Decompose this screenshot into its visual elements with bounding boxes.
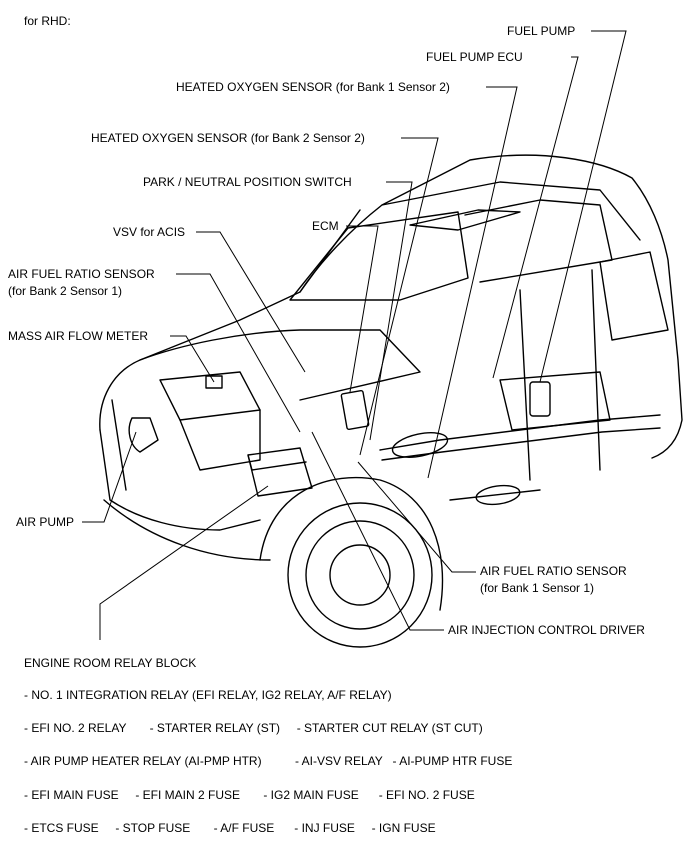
- relay-row-1: - NO. 1 INTEGRATION RELAY (EFI RELAY, IG…: [24, 688, 392, 702]
- diagram-header: for RHD:: [24, 14, 71, 28]
- air-pump-shape: [128, 417, 159, 453]
- drive-shaft: [449, 489, 541, 501]
- engine-block: [159, 371, 261, 421]
- leader-fuel-pump: [539, 30, 627, 383]
- relay-row-4: - EFI MAIN FUSE - EFI MAIN 2 FUSE - IG2 …: [24, 788, 475, 802]
- leader-relay-block: [99, 485, 269, 640]
- label-air-pump: AIR PUMP: [16, 515, 75, 529]
- leader-aicd: [311, 431, 444, 631]
- relay-row-5: - ETCS FUSE - STOP FUSE - A/F FUSE - INJ…: [24, 821, 436, 835]
- label-afs-b2s1-sub: (for Bank 2 Sensor 1): [8, 284, 123, 298]
- label-afs-b2s1: AIR FUEL RATIO SENSOR: [8, 267, 155, 281]
- exhaust-pipe: [379, 414, 661, 451]
- leader-vsv: [196, 231, 306, 373]
- wheel-arch: [259, 476, 444, 611]
- label-fuel-pump: FUEL PUMP: [507, 24, 576, 38]
- vehicle-body-outline: [99, 154, 683, 459]
- relay-block-title: ENGINE ROOM RELAY BLOCK: [24, 656, 197, 670]
- ecm-box: [340, 389, 370, 431]
- label-vsv-acis: VSV for ACIS: [113, 225, 186, 239]
- fuel-pump-unit: [529, 381, 551, 417]
- maf-shape: [205, 375, 223, 389]
- label-ecm: ECM: [312, 219, 339, 233]
- fuel-tank: [499, 371, 611, 431]
- sunroof: [409, 209, 521, 231]
- leader-hos-b1s2: [427, 86, 518, 479]
- leader-air-pump: [82, 431, 137, 523]
- front-fascia: [99, 429, 261, 531]
- label-fuel-pump-ecu: FUEL PUMP ECU: [426, 50, 523, 64]
- relay-row-3: - AIR PUMP HEATER RELAY (AI-PMP HTR) - A…: [24, 754, 513, 768]
- relay-block-shape: [247, 447, 313, 497]
- leader-afs-b1s1: [357, 461, 476, 573]
- label-pnp-switch: PARK / NEUTRAL POSITION SWITCH: [143, 175, 352, 189]
- label-hos-b2s2: HEATED OXYGEN SENSOR (for Bank 2 Sensor …: [91, 131, 365, 145]
- label-afs-b1s1-sub: (for Bank 1 Sensor 1): [480, 581, 595, 595]
- leader-maf: [170, 335, 215, 383]
- leader-ecm: [346, 225, 379, 393]
- leader-pnp-switch: [369, 181, 413, 441]
- leader-lines: [82, 30, 627, 640]
- label-aicd: AIR INJECTION CONTROL DRIVER: [448, 623, 645, 637]
- leader-hos-b2s2: [359, 137, 439, 456]
- label-hos-b1s2: HEATED OXYGEN SENSOR (for Bank 1 Sensor …: [176, 80, 450, 94]
- front-wheel: [287, 502, 433, 648]
- relay-row-2: - EFI NO. 2 RELAY - STARTER RELAY (ST) -…: [24, 721, 483, 735]
- windshield: [289, 211, 469, 301]
- label-maf-meter: MASS AIR FLOW METER: [8, 329, 149, 343]
- side-window: [599, 251, 669, 341]
- label-afs-b1s1: AIR FUEL RATIO SENSOR: [480, 564, 627, 578]
- roof-line: [299, 181, 641, 293]
- catalytic-converter: [391, 432, 449, 458]
- leader-fuel-pump-ecu: [492, 56, 579, 379]
- leader-afs-b2s1: [176, 273, 301, 433]
- hood-outline: [139, 329, 421, 401]
